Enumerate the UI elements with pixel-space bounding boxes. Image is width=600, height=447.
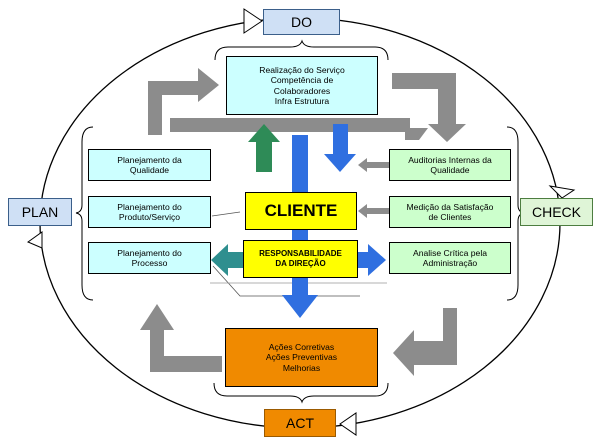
plan-item-produto-servico: Planejamento do Produto/Serviço [88,196,211,228]
cycle-arrowhead-left [26,231,43,249]
cycle-arrowhead-right [548,185,576,199]
gray-arrow-top-right-bar [170,118,428,140]
acoes-box: Ações Corretivas Ações Preventivas Melho… [225,328,378,387]
blue-arrow-right [358,244,386,276]
plan-item-line: Planejamento do [117,201,182,212]
acoes-line-2: Ações Preventivas [265,352,338,363]
check-item-line: Administração [422,258,478,268]
plan-item-line: Qualidade [129,165,170,175]
plan-item-qualidade: Planejamento da Qualidade [88,149,211,181]
check-label: CHECK [520,198,593,226]
blue-arrow-down-right [324,124,356,172]
gray-arrow-top-left [148,68,219,135]
brace-act [213,382,389,404]
check-item-analise-critica: Analise Crítica pela Administração [389,242,511,274]
check-item-line: Auditorias Internas da [408,154,492,165]
brace-plan [75,126,94,301]
arrow-left-from-check-2 [358,204,389,218]
check-item-line: Medição da Satisfação [406,201,494,212]
gray-arrow-bottom-right [393,308,457,376]
acoes-line-1: Ações Corretivas [268,342,335,353]
plan-item-line: Produto/Serviço [118,212,181,222]
acoes-line-3: Melhorias [282,362,321,373]
responsabilidade-box: RESPONSABILIDADE DA DIREÇÃO [243,240,358,278]
responsabilidade-line-2: DA DIREÇÃO [275,259,326,268]
act-label: ACT [264,409,336,437]
cycle-arrowhead-top [243,8,263,34]
realizacao-line-2: Competência de [270,75,334,86]
teal-arrow-left [211,244,243,276]
plan-item-processo: Planejamento do Processo [88,242,211,274]
connector-line [211,211,241,217]
realizacao-box: Realização do Serviço Competência de Col… [226,56,378,115]
realizacao-line-4: Infra Estrutura [274,95,330,106]
do-label: DO [263,9,340,35]
plan-label: PLAN [8,198,72,226]
check-item-line: de Clientes [428,212,472,222]
gray-arrow-bottom-left [140,304,222,372]
responsabilidade-line-1: RESPONSABILIDADE [259,249,342,259]
cycle-arrowhead-bottom [339,412,357,436]
realizacao-line-1: Realização do Serviço [259,64,345,75]
gray-arrow-top-right [392,73,466,142]
realizacao-line-3: Colaboradores [273,85,331,96]
connector-line [212,265,360,297]
brace-do [214,39,389,61]
check-item-line: Analise Crítica pela [412,247,488,258]
cliente-box: CLIENTE [245,192,357,230]
plan-item-line: Planejamento do [117,247,182,258]
plan-item-line: Planejamento da [117,154,182,165]
green-arrow-up [248,124,280,172]
arrow-left-from-check-1 [358,158,389,172]
plan-item-line: Processo [131,258,168,268]
check-item-line: Qualidade [430,165,470,175]
check-item-auditorias: Auditorias Internas da Qualidade [389,149,511,181]
check-item-satisfacao: Medição da Satisfação de Clientes [389,196,511,228]
